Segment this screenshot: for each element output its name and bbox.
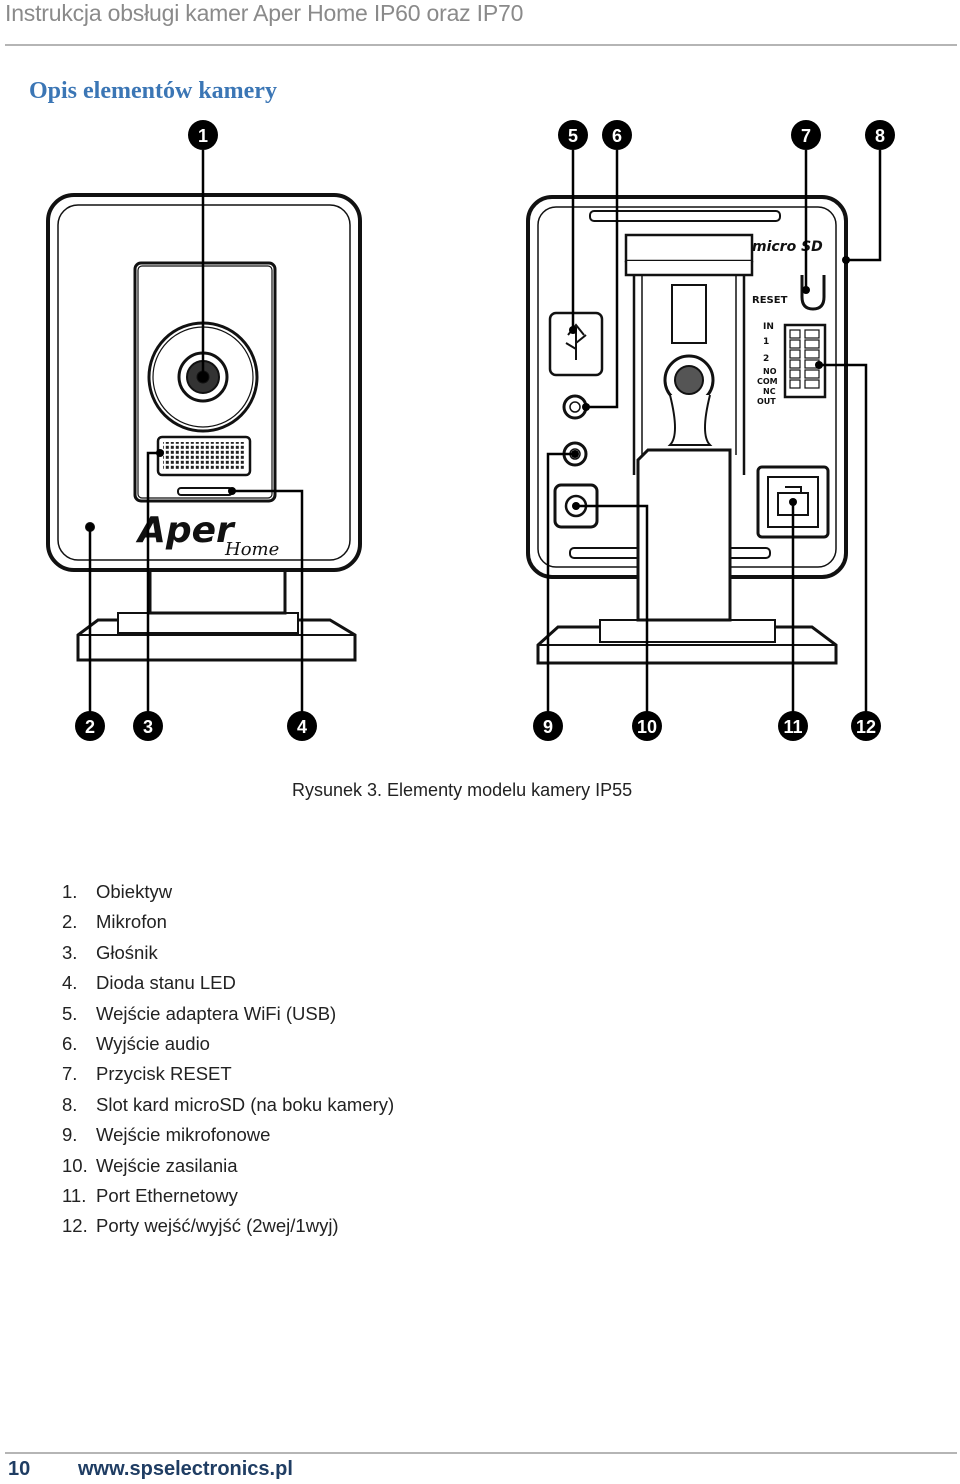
list-item: 6. Wyjście audio <box>62 1031 394 1061</box>
item-text: Slot kard microSD (na boku kamery) <box>96 1093 395 1115</box>
callout-10: 10 <box>632 711 662 741</box>
svg-text:9: 9 <box>543 717 553 737</box>
io-label-no: NO <box>763 367 777 376</box>
item-number: 4. <box>62 972 78 994</box>
svg-text:1: 1 <box>198 126 208 146</box>
item-number: 9. <box>62 1124 78 1146</box>
callout-3: 3 <box>133 711 163 741</box>
list-item: 8. Slot kard microSD (na boku kamery) <box>62 1092 394 1122</box>
svg-text:5: 5 <box>568 126 578 146</box>
list-item: 5. Wejście adaptera WiFi (USB) <box>62 1001 394 1031</box>
list-item: 11. Port Ethernetowy <box>62 1183 394 1213</box>
section-title: Opis elementów kamery <box>29 78 277 104</box>
camera-diagram: Aper Home <box>30 115 930 755</box>
io-label-nc: NC <box>763 387 776 396</box>
item-text: Przycisk RESET <box>96 1063 232 1085</box>
callout-5: 5 <box>558 120 588 150</box>
io-label-1: 1 <box>763 337 769 347</box>
callout-1: 1 <box>188 120 218 150</box>
component-legend: 1. Obiektyw 2. Mikrofon 3. Głośnik 4. Dioda … <box>62 879 394 1244</box>
camera-back-view <box>526 195 848 665</box>
item-number: 6. <box>62 1032 78 1054</box>
callout-11: 11 <box>778 711 808 741</box>
callout-8: 8 <box>865 120 895 150</box>
leader-lines <box>88 150 882 713</box>
logo-text-aper: Aper <box>135 510 236 551</box>
io-label-out: OUT <box>757 397 776 406</box>
header-divider <box>5 44 957 46</box>
footer-divider <box>5 1452 957 1454</box>
item-text: Wyjście audio <box>96 1032 210 1054</box>
io-label-com: COM <box>757 377 778 386</box>
svg-text:10: 10 <box>637 717 657 737</box>
list-item: 2. Mikrofon <box>62 909 394 939</box>
footer-url-link[interactable]: www.spselectronics.pl <box>78 1458 293 1480</box>
callout-2: 2 <box>75 711 105 741</box>
item-number: 7. <box>62 1063 78 1085</box>
svg-text:3: 3 <box>143 717 153 737</box>
item-number: 10. <box>62 1154 88 1176</box>
item-number: 1. <box>62 881 78 902</box>
aper-home-logo: Aper Home <box>135 510 279 560</box>
io-label-in: IN <box>763 322 774 332</box>
svg-text:7: 7 <box>801 126 811 146</box>
item-text: Dioda stanu LED <box>96 972 236 994</box>
svg-text:11: 11 <box>783 717 802 737</box>
item-text: Wejście adaptera WiFi (USB) <box>96 1002 337 1024</box>
item-number: 2. <box>62 911 78 933</box>
io-label-2: 2 <box>763 354 769 364</box>
item-number: 11. <box>62 1184 87 1206</box>
item-number: 12. <box>62 1215 88 1237</box>
camera-illustration: Aper Home <box>46 120 895 741</box>
list-item: 4. Dioda stanu LED <box>62 970 394 1000</box>
camera-front-view <box>46 193 362 662</box>
page-number: 10 <box>8 1458 31 1480</box>
callout-12: 12 <box>851 711 881 741</box>
svg-text:12: 12 <box>856 717 876 737</box>
item-number: 5. <box>62 1002 78 1024</box>
reset-label: RESET <box>752 295 788 306</box>
callout-6: 6 <box>602 120 632 150</box>
item-text: Mikrofon <box>96 911 167 933</box>
item-number: 3. <box>62 941 78 963</box>
microsd-label: micro SD <box>752 239 823 255</box>
svg-text:2: 2 <box>85 717 95 737</box>
svg-text:8: 8 <box>875 126 885 146</box>
callout-7: 7 <box>791 120 821 150</box>
list-item: 12. Porty wejść/wyjść (2wej/1wyj) <box>62 1213 394 1243</box>
item-text: Port Ethernetowy <box>96 1184 238 1206</box>
callout-badges: 1 2 3 4 5 6 7 8 9 10 11 12 <box>75 120 895 741</box>
item-text: Obiektyw <box>96 881 173 902</box>
svg-text:6: 6 <box>612 126 622 146</box>
item-text: Wejście mikrofonowe <box>96 1124 271 1146</box>
callout-4: 4 <box>287 711 317 741</box>
item-text: Wejście zasilania <box>96 1154 238 1176</box>
document-header: Instrukcja obsługi kamer Aper Home IP60 … <box>5 0 524 26</box>
list-item: 3. Głośnik <box>62 940 394 970</box>
item-number: 8. <box>62 1093 78 1115</box>
svg-text:4: 4 <box>297 717 307 737</box>
figure-caption: Rysunek 3. Elementy modelu kamery IP55 <box>292 780 633 800</box>
logo-text-home: Home <box>224 539 279 560</box>
leader-endpoints <box>86 256 850 531</box>
callout-9: 9 <box>533 711 563 741</box>
item-text: Głośnik <box>96 941 158 963</box>
list-item: 9. Wejście mikrofonowe <box>62 1122 394 1152</box>
list-item: 7. Przycisk RESET <box>62 1061 394 1091</box>
list-item: 1. Obiektyw <box>62 879 394 909</box>
list-item: 10. Wejście zasilania <box>62 1153 394 1183</box>
item-text: Porty wejść/wyjść (2wej/1wyj) <box>96 1215 339 1237</box>
